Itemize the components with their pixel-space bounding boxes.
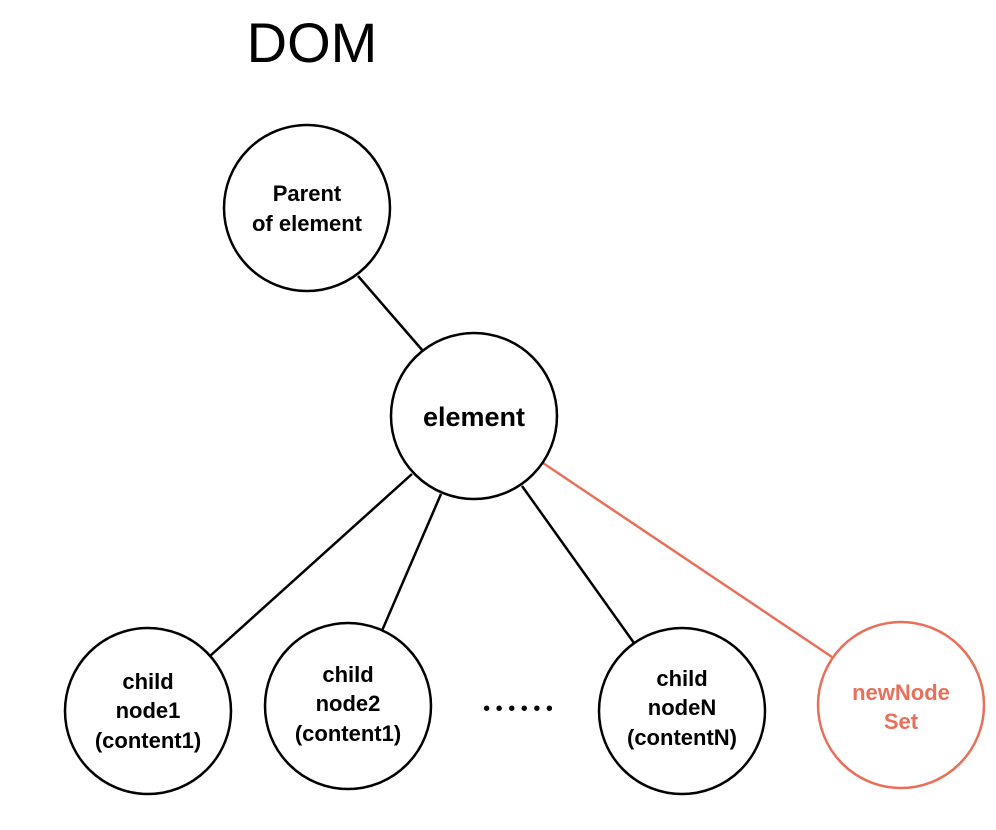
node-child2-circle [263, 621, 433, 791]
node-newnode-label-line1: newNode [852, 680, 950, 705]
node-parent-label-line1: Parent [273, 181, 342, 206]
node-childN-label-line1: child [656, 666, 707, 691]
node-newnode: newNode Set [816, 620, 986, 790]
edge-parent-element [357, 275, 424, 352]
node-child1-label-line2: node1 [116, 698, 181, 723]
node-child1-circle [63, 626, 233, 796]
node-element-label: element [423, 402, 525, 432]
node-child2-label-line2: node2 [316, 691, 381, 716]
node-element-circle [389, 331, 559, 501]
node-child1-label-line3: (content1) [95, 728, 201, 753]
node-childN-label-line2: nodeN [648, 695, 716, 720]
node-parent-label-line2: of element [252, 211, 363, 236]
edge-element-childN [520, 485, 636, 644]
node-child2-label-line3: (content1) [295, 721, 401, 746]
node-childN-circle [597, 626, 767, 796]
ellipsis-dots: • • • • • • [483, 698, 553, 720]
node-newnode-label-line2: Set [884, 709, 919, 734]
node-child2-label-line1: child [322, 662, 373, 687]
edge-element-child1 [209, 473, 413, 657]
node-childN-label-line3: (contentN) [627, 725, 737, 750]
diagram-title: DOM [247, 11, 378, 74]
edge-element-newnode [542, 461, 833, 659]
node-element: element [389, 331, 559, 501]
node-parent: Parent of element [222, 123, 392, 293]
node-child2: child node2 (content1) [263, 621, 433, 791]
edge-element-child2 [379, 493, 443, 634]
node-parent-circle [222, 123, 392, 293]
node-childN: child nodeN (contentN) [597, 626, 767, 796]
node-child1: child node1 (content1) [63, 626, 233, 796]
edges [209, 275, 833, 659]
node-child1-label-line1: child [122, 669, 173, 694]
node-newnode-circle [816, 620, 986, 790]
